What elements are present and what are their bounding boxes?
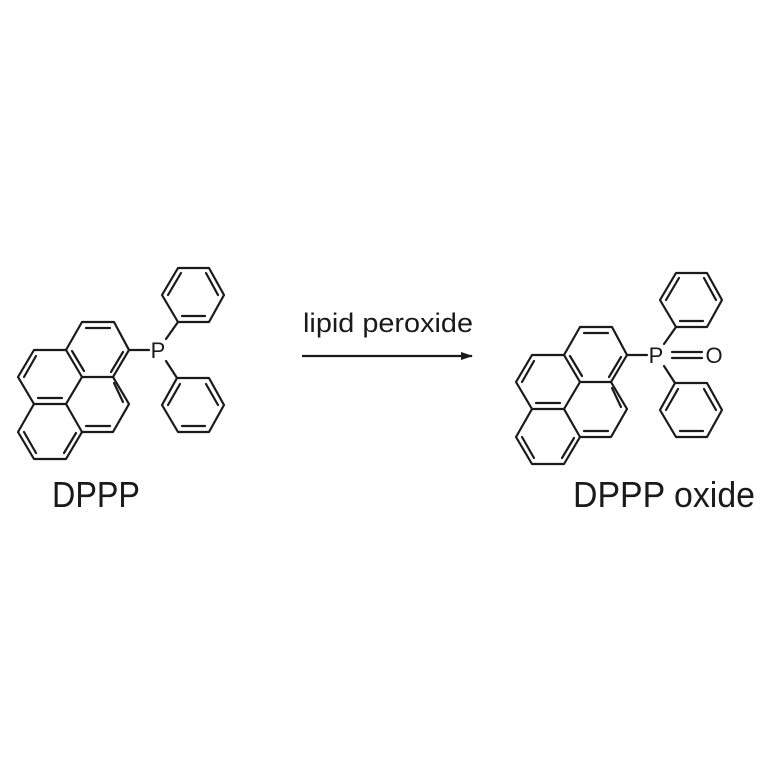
reactant-name-label: DPPP [52,474,140,515]
pyrene-diphenylphosphine-skeleton [16,266,226,461]
oxygen-atom: O [705,343,722,368]
pyrene-diphenylphosphine-skeleton [514,271,724,466]
product-structure-dppp-oxide: P O [514,271,724,466]
reactant-structure-dppp: P [16,266,226,461]
phosphorus-atom: P [649,343,664,368]
reagent-label: lipid peroxide [303,308,473,338]
phosphorus-atom: P [151,338,166,363]
product-name-label: DPPP oxide [573,474,755,515]
